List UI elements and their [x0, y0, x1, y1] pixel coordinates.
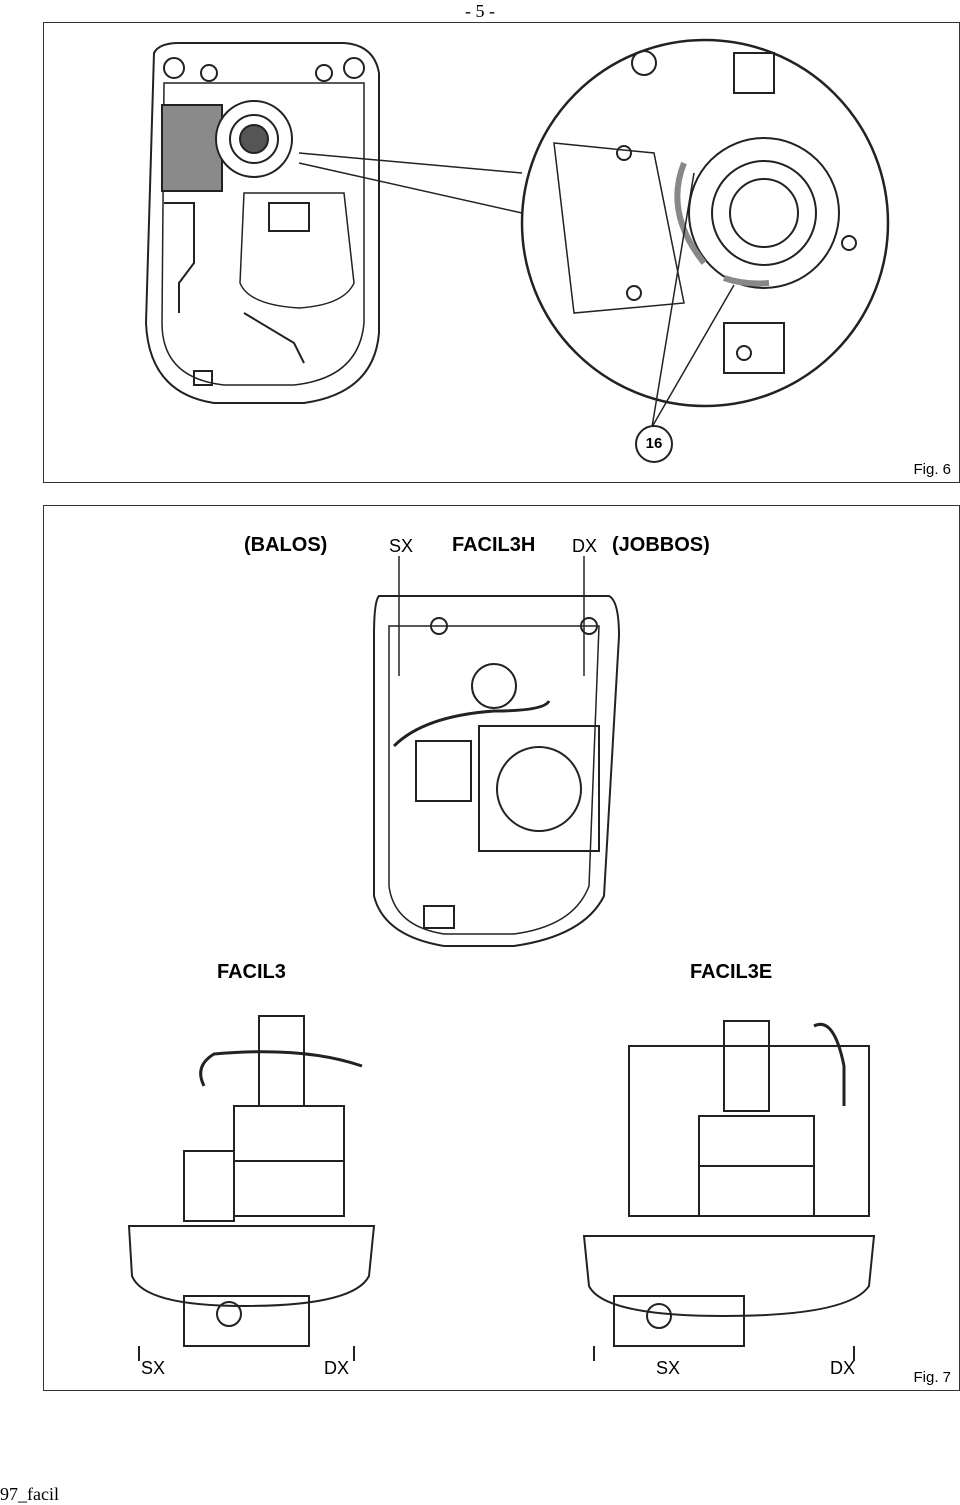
sx-top-label: SX — [389, 536, 414, 556]
fig7-label: Fig. 7 — [913, 1369, 951, 1386]
dx-left-label: DX — [324, 1358, 350, 1378]
dx-top-label: DX — [572, 536, 598, 556]
facil3e-label: FACIL3E — [690, 961, 773, 983]
figure-7: (BALOS) SX FACIL3H DX (JOBBOS) FACIL3 FA… — [43, 505, 960, 1391]
dx-right-label: DX — [830, 1358, 856, 1378]
callout-16: 16 — [635, 425, 673, 463]
sx-left-label: SX — [141, 1358, 166, 1378]
fig7-drawing — [127, 556, 876, 1361]
sx-right-label: SX — [656, 1358, 681, 1378]
fig6-drawing — [144, 38, 890, 428]
facil3h-label: FACIL3H — [452, 534, 536, 556]
page-number: - 5 - — [465, 1, 495, 21]
figure-6: 16 Fig. 6 — [43, 22, 960, 483]
jobbos-label: (JOBBOS) — [612, 534, 710, 556]
facil3-label: FACIL3 — [217, 961, 286, 983]
fig6-label: Fig. 6 — [913, 461, 951, 478]
balos-label: (BALOS) — [244, 534, 328, 556]
footer-doc-id: 97_facil — [0, 1484, 59, 1504]
